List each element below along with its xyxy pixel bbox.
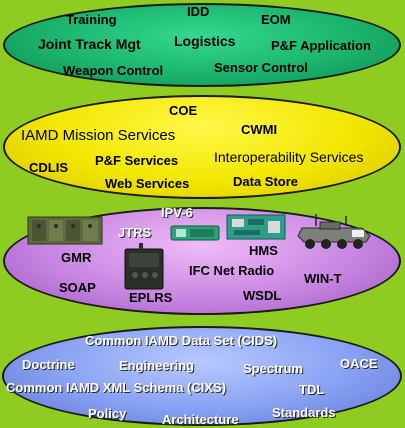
services-layer-ellipse (3, 95, 401, 199)
cdlis-label: CDLIS (29, 160, 68, 175)
eplrs-radio-icon (124, 243, 164, 290)
cixs-label: Common IAMD XML Schema (CIXS) (6, 380, 227, 395)
win-t-label: WIN-T (304, 271, 342, 286)
pf-services-label: P&F Services (95, 153, 179, 168)
logistics-label: Logistics (174, 33, 236, 49)
policy-label: Policy (88, 406, 127, 421)
foundation-layer-ellipse (2, 326, 402, 426)
gmr-radio-icon (27, 216, 103, 245)
coe-label: COE (169, 103, 198, 118)
wsdl-label: WSDL (243, 288, 282, 303)
win-t-vehicle-icon (297, 214, 371, 249)
engineering-label: Engineering (119, 358, 195, 373)
joint-track-mgt-label: Joint Track Mgt (38, 36, 141, 52)
sensor-control-label: Sensor Control (214, 60, 308, 75)
web-services-label: Web Services (105, 176, 190, 191)
spectrum-label: Spectrum (243, 361, 303, 376)
jtrs-device-icon (170, 225, 220, 241)
ifc-net-radio-label: IFC Net Radio (189, 263, 275, 278)
eom-label: EOM (261, 12, 291, 27)
hms-board-icon (226, 214, 286, 240)
doctrine-label: Doctrine (22, 357, 75, 372)
iamd-mission-services-label: IAMD Mission Services (21, 127, 176, 144)
idd-label: IDD (187, 4, 210, 19)
application-layer-ellipse (3, 3, 401, 87)
interoperability-services-label: Interoperability Services (214, 149, 364, 165)
training-label: Training (66, 12, 117, 27)
soap-label: SOAP (59, 280, 96, 295)
gmr-label: GMR (61, 250, 92, 265)
weapon-control-label: Weapon Control (63, 63, 164, 78)
cwmi-label: CWMI (241, 122, 278, 137)
standards-label: Standards (272, 405, 336, 420)
tdl-label: TDL (299, 382, 325, 397)
cids-label: Common IAMD Data Set (CIDS) (85, 333, 278, 348)
ipv6-label: IPV-6 (161, 205, 193, 220)
architecture-label: Architecture (162, 412, 239, 427)
eplrs-label: EPLRS (129, 290, 173, 305)
oace-label: OACE (340, 356, 378, 371)
data-store-label: Data Store (233, 174, 299, 189)
pf-application-label: P&F Application (271, 38, 371, 53)
hms-label: HMS (249, 243, 278, 258)
jtrs-label: JTRS (118, 225, 152, 240)
